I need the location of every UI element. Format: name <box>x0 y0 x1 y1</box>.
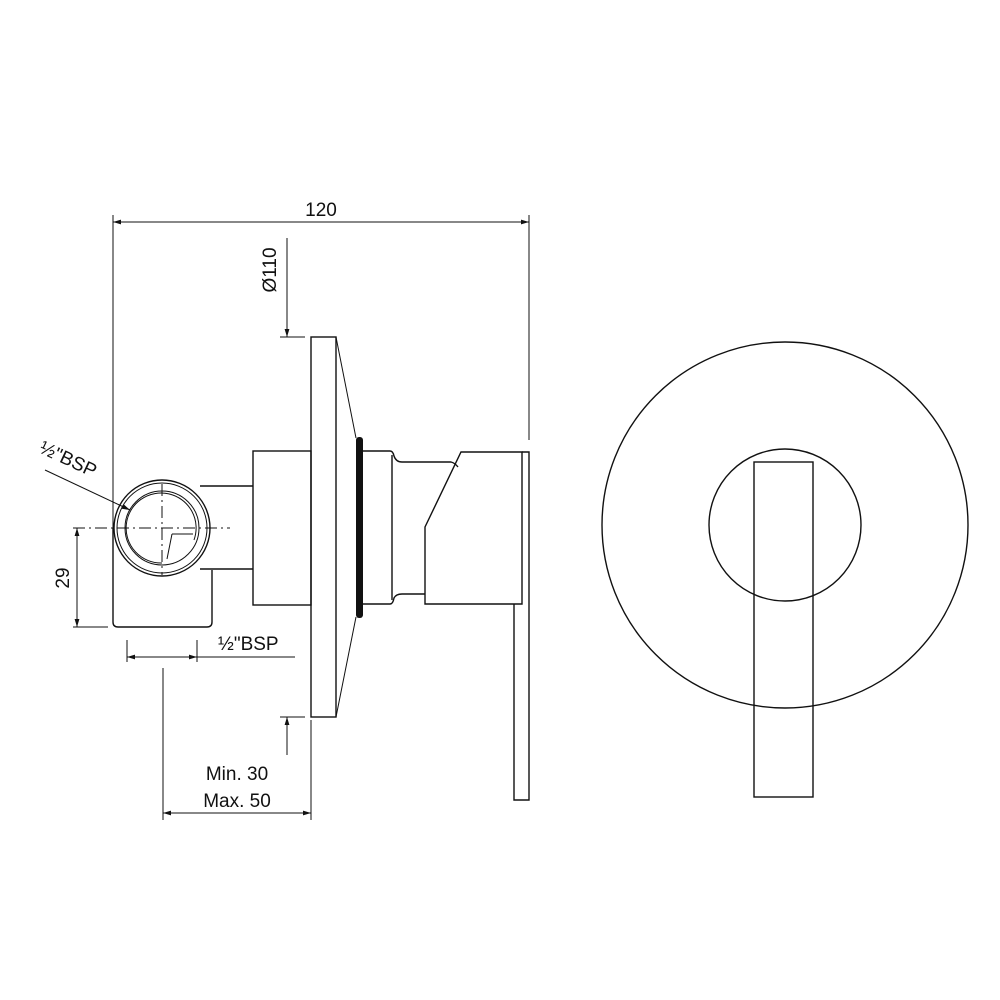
dim-thread-bottom: ½"BSP <box>218 634 279 655</box>
front-plate <box>601 341 969 709</box>
pipe-connector <box>200 485 253 570</box>
lever-hub <box>424 451 523 605</box>
valve-body <box>252 450 312 606</box>
front-view <box>601 341 969 798</box>
dim-inlet-height: 29 <box>53 567 74 588</box>
thread-label-side: ½"BSP <box>36 437 131 511</box>
side-view <box>200 336 530 801</box>
dim-thread-side: ½"BSP <box>36 437 100 482</box>
thread-label-bottom: ½"BSP <box>126 634 295 662</box>
gasket <box>356 437 363 618</box>
front-hub <box>708 448 862 602</box>
lever-handle <box>513 451 530 801</box>
collar <box>363 450 459 605</box>
inlet-fitting <box>73 479 230 628</box>
dim-plate-diameter: Ø110 <box>260 247 281 292</box>
dim-max: Max. 50 <box>203 791 271 812</box>
dimension-29: 29 <box>53 528 108 628</box>
dimension-120: 120 <box>112 200 530 528</box>
dim-min: Min. 30 <box>206 764 268 785</box>
dim-overall-width: 120 <box>305 200 337 221</box>
plate-taper <box>335 336 357 718</box>
dimension-diameter: Ø110 <box>260 238 305 755</box>
cover-plate <box>310 336 337 718</box>
front-lever <box>753 461 814 798</box>
dimension-wall-depth: Min. 30 Max. 50 <box>162 668 312 820</box>
